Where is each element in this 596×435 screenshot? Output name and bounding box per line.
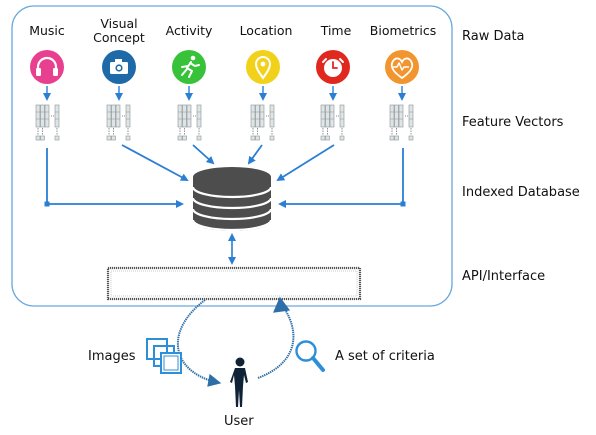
source-label-time: Time	[320, 23, 352, 38]
source-label-activity: Activity	[165, 23, 213, 38]
system-boundary-frame	[11, 5, 453, 307]
headphones-icon	[30, 50, 64, 84]
heart-pulse-icon	[385, 50, 419, 84]
source-label-location: Location	[239, 23, 293, 38]
database-icon	[191, 167, 273, 232]
source-label-visual-concept: Visual Concept	[93, 16, 145, 45]
images-stack-icon	[146, 338, 182, 374]
feature-vector-music	[35, 104, 60, 141]
layer-label-raw-data: Raw Data	[462, 29, 525, 44]
feature-vector-visual-concept	[106, 104, 131, 141]
feature-vector-time	[320, 104, 345, 141]
user-silhouette-icon	[230, 357, 248, 407]
camera-icon	[102, 50, 136, 84]
api-interface-box	[106, 266, 362, 301]
user-label: User	[224, 414, 254, 429]
criteria-query-arrow	[257, 304, 295, 379]
source-label-biometrics: Biometrics	[369, 23, 437, 38]
clock-icon	[316, 50, 350, 84]
layer-label-feature-vectors: Feature Vectors	[462, 115, 564, 130]
source-label-music: Music	[29, 23, 65, 38]
images-return-arrow	[177, 299, 216, 383]
icon-to-vector-arrows	[43, 86, 406, 101]
vector-to-database-arrows	[44, 144, 406, 208]
images-label: Images	[88, 349, 136, 364]
criteria-label: A set of criteria	[335, 349, 435, 364]
feature-vector-location	[250, 104, 275, 141]
running-person-icon	[172, 50, 206, 84]
magnifier-icon	[295, 340, 325, 372]
layer-label-api-interface: API/Interface	[462, 269, 546, 284]
feature-vector-biometrics	[389, 104, 414, 141]
location-pin-icon	[246, 50, 280, 84]
layer-label-indexed-database: Indexed Database	[462, 185, 580, 200]
feature-vector-activity	[177, 104, 202, 141]
